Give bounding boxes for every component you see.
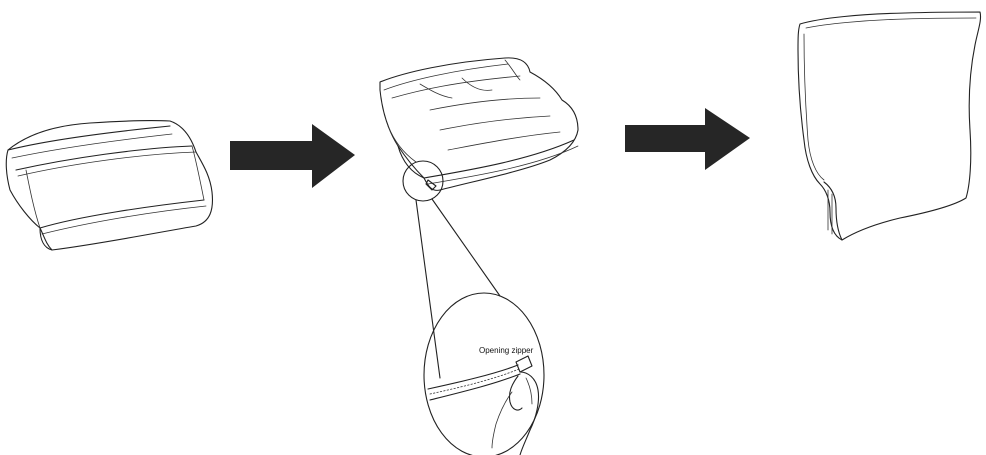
- zipper-icon: [428, 356, 539, 455]
- callout-marker: [403, 161, 443, 201]
- arrow-right-icon: [230, 124, 355, 188]
- zipper-callout: Opening zipper: [424, 293, 544, 455]
- callout-label: Opening zipper: [479, 346, 534, 355]
- cushion-cover-icon: [380, 58, 578, 191]
- arrow-right-icon: [625, 108, 750, 170]
- cover-flat-icon: [798, 12, 981, 240]
- cushion-icon: [6, 121, 212, 250]
